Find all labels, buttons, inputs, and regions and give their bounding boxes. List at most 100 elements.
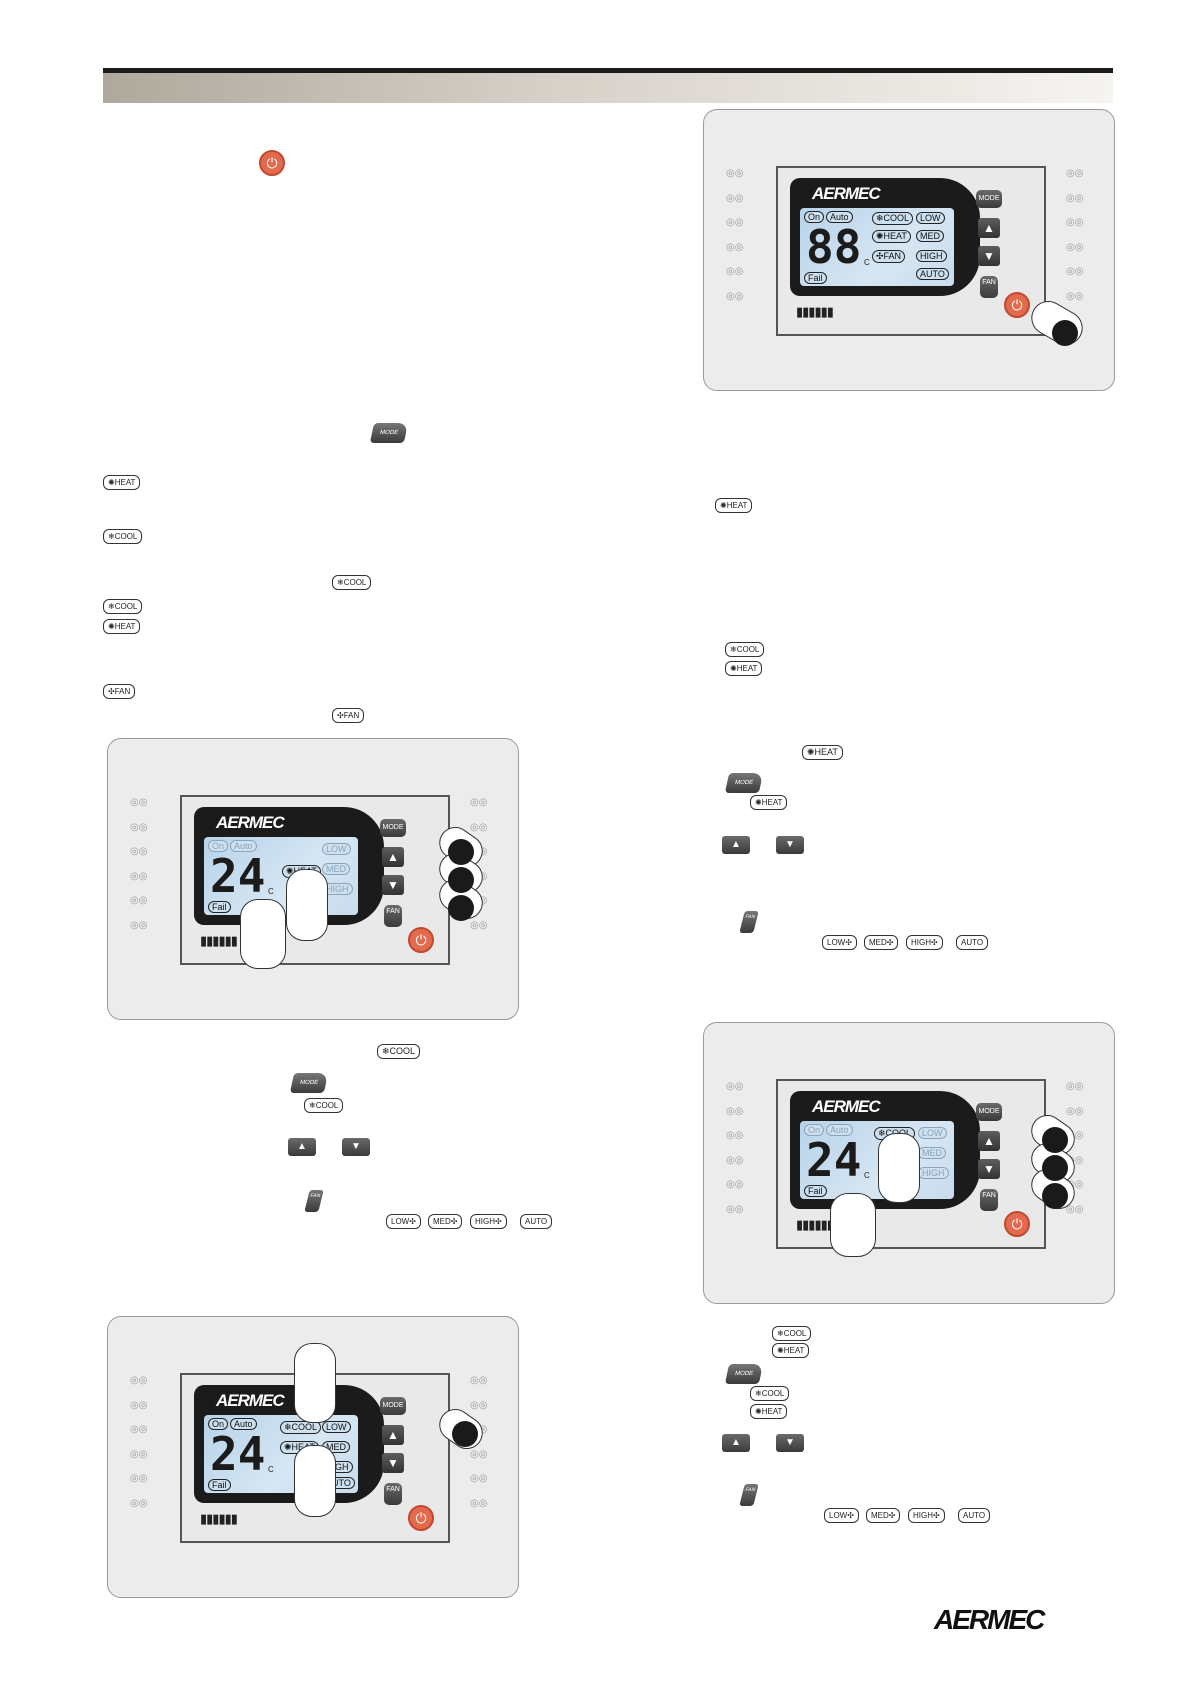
auto-speed-icon: AUTO — [956, 935, 989, 950]
lcd-on-indicator: On — [804, 1124, 825, 1136]
lcd-unit: C — [268, 1465, 274, 1474]
brand-logo: AERMEC — [812, 184, 881, 203]
lcd-high-indicator: HIGH — [916, 250, 947, 262]
down-button[interactable]: ▼ — [978, 1159, 1000, 1179]
up-button[interactable]: ▲ — [978, 1131, 1000, 1151]
down-button-icon: ▼ — [342, 1138, 370, 1156]
lcd-auto-indicator: Auto — [826, 1124, 853, 1136]
heat-icon: ✺HEAT — [750, 795, 788, 810]
down-button[interactable]: ▼ — [382, 1453, 404, 1473]
brand-logo: AERMEC — [812, 1097, 881, 1116]
mode-button[interactable]: MODE — [976, 190, 1002, 208]
header-rule — [103, 68, 1113, 73]
lcd-temperature: 24 — [210, 849, 266, 903]
lcd-on-indicator: On — [208, 840, 229, 852]
thermostat-panel-test: ◎◎◎◎◎◎◎◎◎◎◎◎ ◎◎◎◎◎◎◎◎◎◎◎◎ AERMEC On Auto… — [703, 109, 1115, 391]
pointing-finger — [830, 1193, 876, 1257]
lcd-temperature: 24 — [210, 1427, 266, 1481]
power-button[interactable]: ⏻ — [408, 1505, 434, 1531]
lcd-low-indicator: LOW — [322, 1421, 351, 1433]
fan-icon: ✣FAN — [103, 684, 136, 699]
pointing-finger — [878, 1133, 920, 1203]
down-button[interactable]: ▼ — [382, 875, 404, 895]
brand-logo: AERMEC — [216, 813, 285, 832]
lcd-fail-indicator: Fail — [804, 1185, 827, 1197]
fan-button[interactable]: FAN — [384, 1483, 402, 1505]
callout-circle — [452, 1421, 478, 1447]
lcd-frame: AERMEC On Auto 24 C Fail ❄COOL ✺HEAT LOW… — [194, 1385, 384, 1503]
fan-button[interactable]: FAN — [980, 276, 998, 298]
lcd-screen: On Auto 88 C Fail ❄COOL ✺HEAT ✣FAN LOW M… — [800, 208, 954, 286]
lcd-cool-indicator: ❄COOL — [872, 212, 914, 225]
med-speed-icon: MED✣ — [864, 935, 899, 950]
fan-button[interactable]: FAN — [384, 905, 402, 927]
up-button[interactable]: ▲ — [382, 1425, 404, 1445]
panel-dots-right: ◎◎◎◎◎◎◎◎◎◎◎◎ — [1066, 168, 1084, 302]
thermostat-panel-heat: ◎◎◎◎◎◎◎◎◎◎◎◎ ◎◎◎◎◎◎◎◎◎◎◎◎ AERMEC On Auto… — [107, 738, 519, 1020]
cool-icon: ❄COOL — [304, 1098, 344, 1113]
lcd-heat-indicator: ✺HEAT — [872, 230, 911, 243]
lcd-fail-indicator: Fail — [208, 1479, 231, 1491]
fan-button[interactable]: FAN — [980, 1189, 998, 1211]
lcd-fail-indicator: Fail — [208, 901, 231, 913]
mode-button[interactable]: MODE — [380, 1397, 406, 1415]
heat-icon: ✺HEAT — [103, 475, 141, 490]
callout-circle — [1042, 1183, 1068, 1209]
callout-circle — [448, 839, 474, 865]
down-button-icon: ▼ — [776, 1434, 804, 1452]
high-speed-icon: HIGH✣ — [908, 1508, 945, 1523]
pointing-finger — [286, 869, 328, 941]
lcd-med-indicator: MED — [918, 1147, 946, 1159]
thermostat-panel-cool: ◎◎◎◎◎◎◎◎◎◎◎◎ ◎◎◎◎◎◎◎◎◎◎◎◎ AERMEC On Auto… — [703, 1022, 1115, 1304]
lcd-med-indicator: MED — [916, 230, 944, 242]
heat-icon: ✺HEAT — [772, 1343, 810, 1358]
lcd-screen: On Auto 24 C Fail ✺HEAT LOW MED HIGH — [204, 837, 358, 915]
lcd-high-indicator: HIGH — [918, 1167, 949, 1179]
mode-button[interactable]: MODE — [976, 1103, 1002, 1121]
power-button[interactable]: ⏻ — [408, 927, 434, 953]
pointing-finger — [240, 899, 286, 969]
callout-circle — [448, 867, 474, 893]
cool-icon: ❄COOL — [772, 1326, 812, 1341]
down-button-icon: ▼ — [776, 836, 804, 854]
high-speed-icon: HIGH✣ — [470, 1214, 507, 1229]
callout-circle — [448, 895, 474, 921]
heat-icon: ✺HEAT — [750, 1404, 788, 1419]
display-bezel: AERMEC On Auto 88 C Fail ❄COOL ✺HEAT ✣FA… — [776, 166, 1046, 336]
cool-icon: ❄COOL — [103, 529, 143, 544]
low-speed-icon: LOW✣ — [824, 1508, 859, 1523]
up-button[interactable]: ▲ — [382, 847, 404, 867]
pointing-finger — [294, 1445, 336, 1517]
lcd-unit: C — [864, 258, 870, 267]
callout-circle — [1042, 1155, 1068, 1181]
mode-button-icon: MODE — [724, 773, 764, 793]
lcd-med-indicator: MED — [322, 863, 350, 875]
lcd-fail-indicator: Fail — [804, 272, 827, 284]
lcd-low-indicator: LOW — [916, 212, 945, 224]
lcd-low-indicator: LOW — [322, 843, 351, 855]
mode-button-icon: MODE — [289, 1073, 329, 1093]
power-button[interactable]: ⏻ — [1004, 1211, 1030, 1237]
low-speed-icon: LOW✣ — [822, 935, 857, 950]
down-button[interactable]: ▼ — [978, 246, 1000, 266]
lcd-auto-indicator: Auto — [826, 211, 853, 223]
mode-button[interactable]: MODE — [380, 819, 406, 837]
lcd-on-indicator: On — [804, 211, 825, 223]
vent-bars: ▮▮▮▮▮▮ — [200, 933, 238, 948]
fan-button-icon: FAN — [304, 1190, 324, 1212]
power-button[interactable]: ⏻ — [1004, 292, 1030, 318]
cool-icon: ❄COOL — [332, 575, 372, 590]
up-button-icon: ▲ — [288, 1138, 316, 1156]
brand-logo: AERMEC — [216, 1391, 285, 1410]
callout-circle — [1052, 320, 1078, 346]
lcd-temperature: 24 — [806, 1133, 862, 1187]
lcd-auto-speed-indicator: AUTO — [916, 268, 949, 280]
up-button[interactable]: ▲ — [978, 218, 1000, 238]
med-speed-icon: MED✣ — [428, 1214, 463, 1229]
mode-button-icon: MODE — [369, 423, 409, 443]
lcd-low-indicator: LOW — [918, 1127, 947, 1139]
footer-brand-logo: AERMEC — [934, 1604, 1045, 1635]
panel-dots-left: ◎◎◎◎◎◎◎◎◎◎◎◎ — [130, 797, 148, 931]
cool-icon: ❄COOL — [103, 599, 143, 614]
lcd-cool-indicator: ❄COOL — [280, 1421, 322, 1434]
